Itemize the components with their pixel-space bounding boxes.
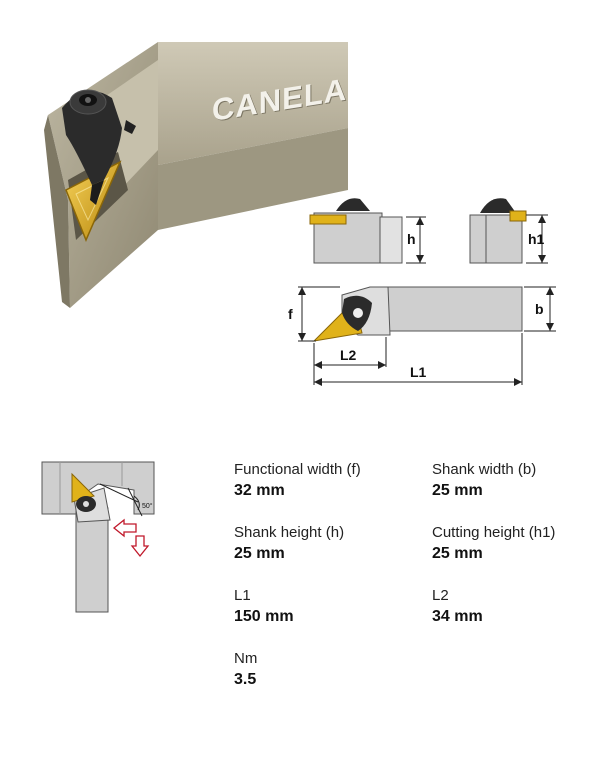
- spec-label: Cutting height (h1): [432, 524, 556, 541]
- label-h1: h1: [528, 231, 545, 247]
- label-h: h: [407, 231, 416, 247]
- approach-angle-label: 50°: [142, 503, 153, 510]
- spec-value: 3.5: [234, 671, 257, 688]
- spec-value: 150 mm: [234, 608, 294, 625]
- spec-label: L2: [432, 587, 449, 604]
- spec-label: Functional width (f): [234, 461, 361, 478]
- spec-label: Shank width (b): [432, 461, 537, 478]
- spec-label: L1: [234, 587, 251, 604]
- front-view-h: [309, 198, 426, 264]
- approach-angle-diagram: [41, 461, 155, 613]
- clamp-graphic: [62, 90, 122, 185]
- spec-cutting-height: Cutting height (h1) 25 mm: [432, 524, 600, 564]
- spec-value: 25 mm: [234, 545, 285, 562]
- spec-shank-height: Shank height (h) 25 mm: [234, 524, 414, 564]
- spec-value: 25 mm: [432, 545, 483, 562]
- label-l1: L1: [410, 364, 427, 380]
- spec-value: 34 mm: [432, 608, 483, 625]
- spec-torque: Nm 3.5: [234, 650, 414, 690]
- spec-l2: L2 34 mm: [432, 587, 600, 627]
- spec-label: Shank height (h): [234, 524, 345, 541]
- dimension-drawing: h h1: [288, 198, 556, 386]
- label-l2: L2: [340, 347, 357, 363]
- spec-label: Nm: [234, 650, 258, 667]
- label-f: f: [288, 306, 293, 322]
- spec-value: 32 mm: [234, 482, 285, 499]
- top-view: [298, 286, 556, 386]
- feed-arrow-down-icon: [130, 535, 150, 558]
- side-view-h1: [469, 198, 548, 264]
- spec-functional-width: Functional width (f) 32 mm: [234, 461, 414, 501]
- spec-value: 25 mm: [432, 482, 483, 499]
- spec-shank-width: Shank width (b) 25 mm: [432, 461, 600, 501]
- tool-holder-photo: [44, 42, 348, 308]
- spec-l1: L1 150 mm: [234, 587, 414, 627]
- feed-arrow-left-icon: [112, 518, 137, 538]
- label-b: b: [535, 301, 544, 317]
